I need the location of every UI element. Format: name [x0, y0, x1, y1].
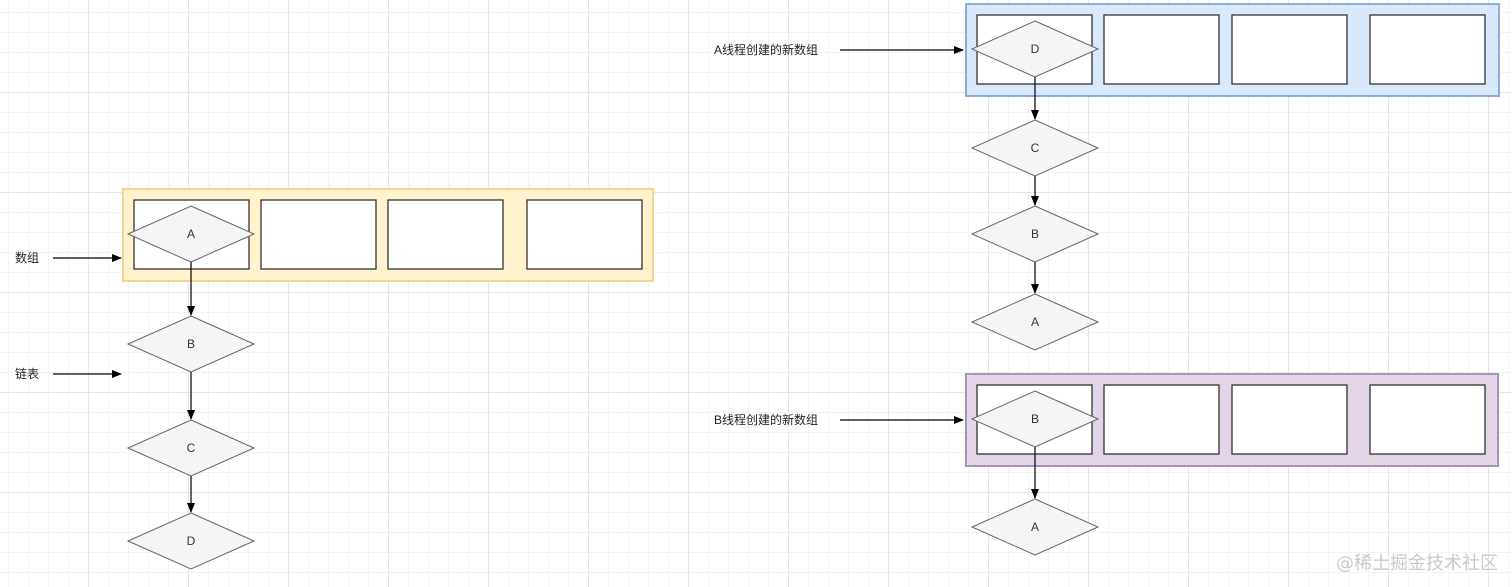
- array-slot: [387, 199, 504, 270]
- watermark: @稀土掘金技术社区: [1336, 553, 1498, 574]
- node-label: C: [186, 441, 196, 455]
- thread-b-array-label: B线程创建的新数组: [714, 413, 819, 427]
- node-label: D: [1030, 42, 1040, 56]
- node-label: B: [186, 337, 195, 351]
- array-slot: [1369, 384, 1486, 455]
- array-label: 数组: [15, 251, 40, 265]
- node-label: D: [186, 534, 196, 548]
- node-diamond: [970, 293, 1100, 351]
- node-label: B: [1030, 412, 1039, 426]
- node-label: A: [1030, 315, 1039, 329]
- array-slot: [1103, 384, 1220, 455]
- array-slot: [260, 199, 377, 270]
- array-slot: [1369, 14, 1486, 85]
- node-diamond: [970, 498, 1100, 556]
- linked-list-label: 链表: [15, 367, 40, 381]
- node-label: A: [186, 227, 195, 241]
- array-slot: [1231, 14, 1348, 85]
- node-label: C: [1030, 141, 1040, 155]
- array-slot: [1103, 14, 1220, 85]
- node-label: A: [1030, 520, 1039, 534]
- node-diamond: [126, 512, 256, 570]
- node-label: B: [1030, 227, 1039, 241]
- thread-a-array-label: A线程创建的新数组: [714, 43, 819, 57]
- array-slot: [526, 199, 643, 270]
- array-slot: [1231, 384, 1348, 455]
